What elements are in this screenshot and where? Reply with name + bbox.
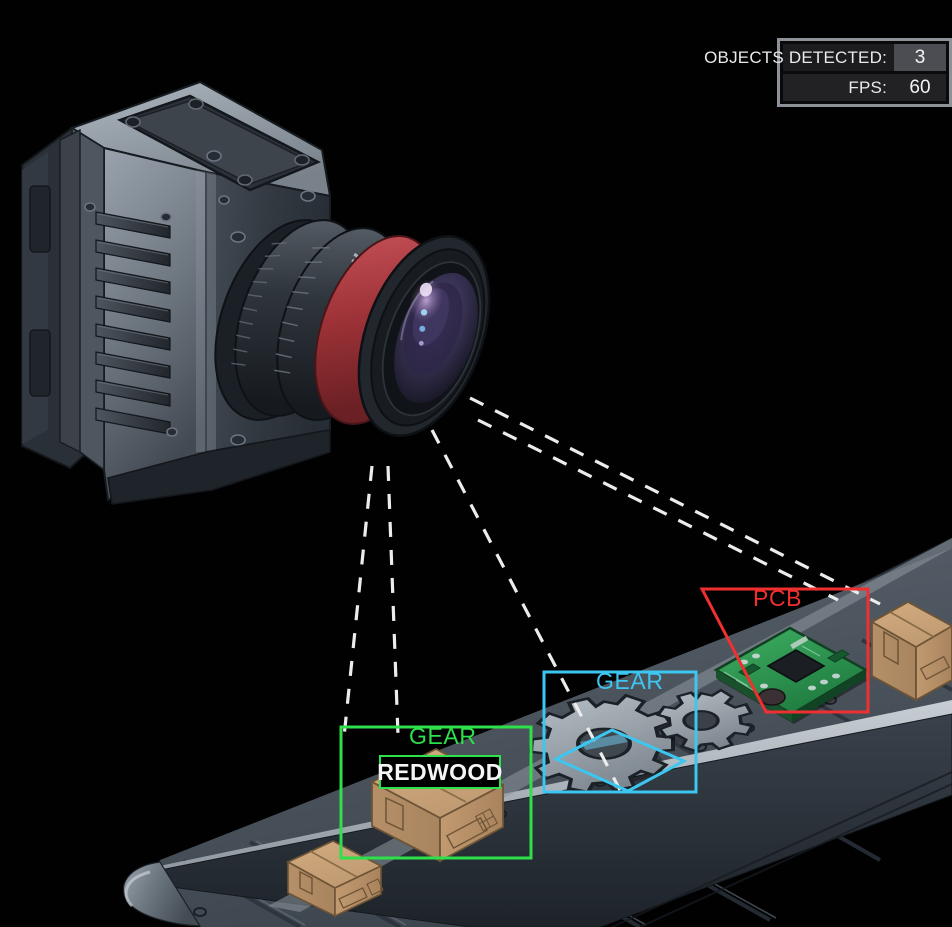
hud-row-fps: FPS: 60	[783, 74, 946, 101]
industrial-vision-camera	[21, 80, 491, 505]
det-secondary-label-text: REDWOOD	[377, 758, 503, 785]
hud-label-fps: FPS:	[848, 77, 887, 97]
hud-panel: OBJECTS DETECTED: 3 FPS: 60	[704, 38, 952, 107]
hud-row-objects-detected: OBJECTS DETECTED: 3	[704, 44, 946, 71]
camera-mount-plate	[116, 94, 321, 192]
det-box-red[interactable]	[699, 587, 870, 714]
cardboard-box-small-left	[286, 840, 384, 918]
hud-value-objects-detected: 3	[894, 44, 946, 71]
det-box-cyan[interactable]	[542, 670, 698, 794]
gear-small	[655, 688, 755, 753]
heatsink-fins	[95, 211, 171, 435]
det-ground-quad-cyan	[552, 728, 688, 793]
hud-value-fps: 60	[909, 76, 931, 98]
hud-label-objects-detected: OBJECTS DETECTED:	[704, 47, 887, 67]
camera-lens	[214, 219, 491, 437]
cardboard-box-right	[870, 600, 952, 702]
det-box-green[interactable]	[339, 725, 533, 860]
det-secondary-label-redwood[interactable]: REDWOOD	[377, 755, 503, 789]
pcb-board	[713, 626, 869, 724]
